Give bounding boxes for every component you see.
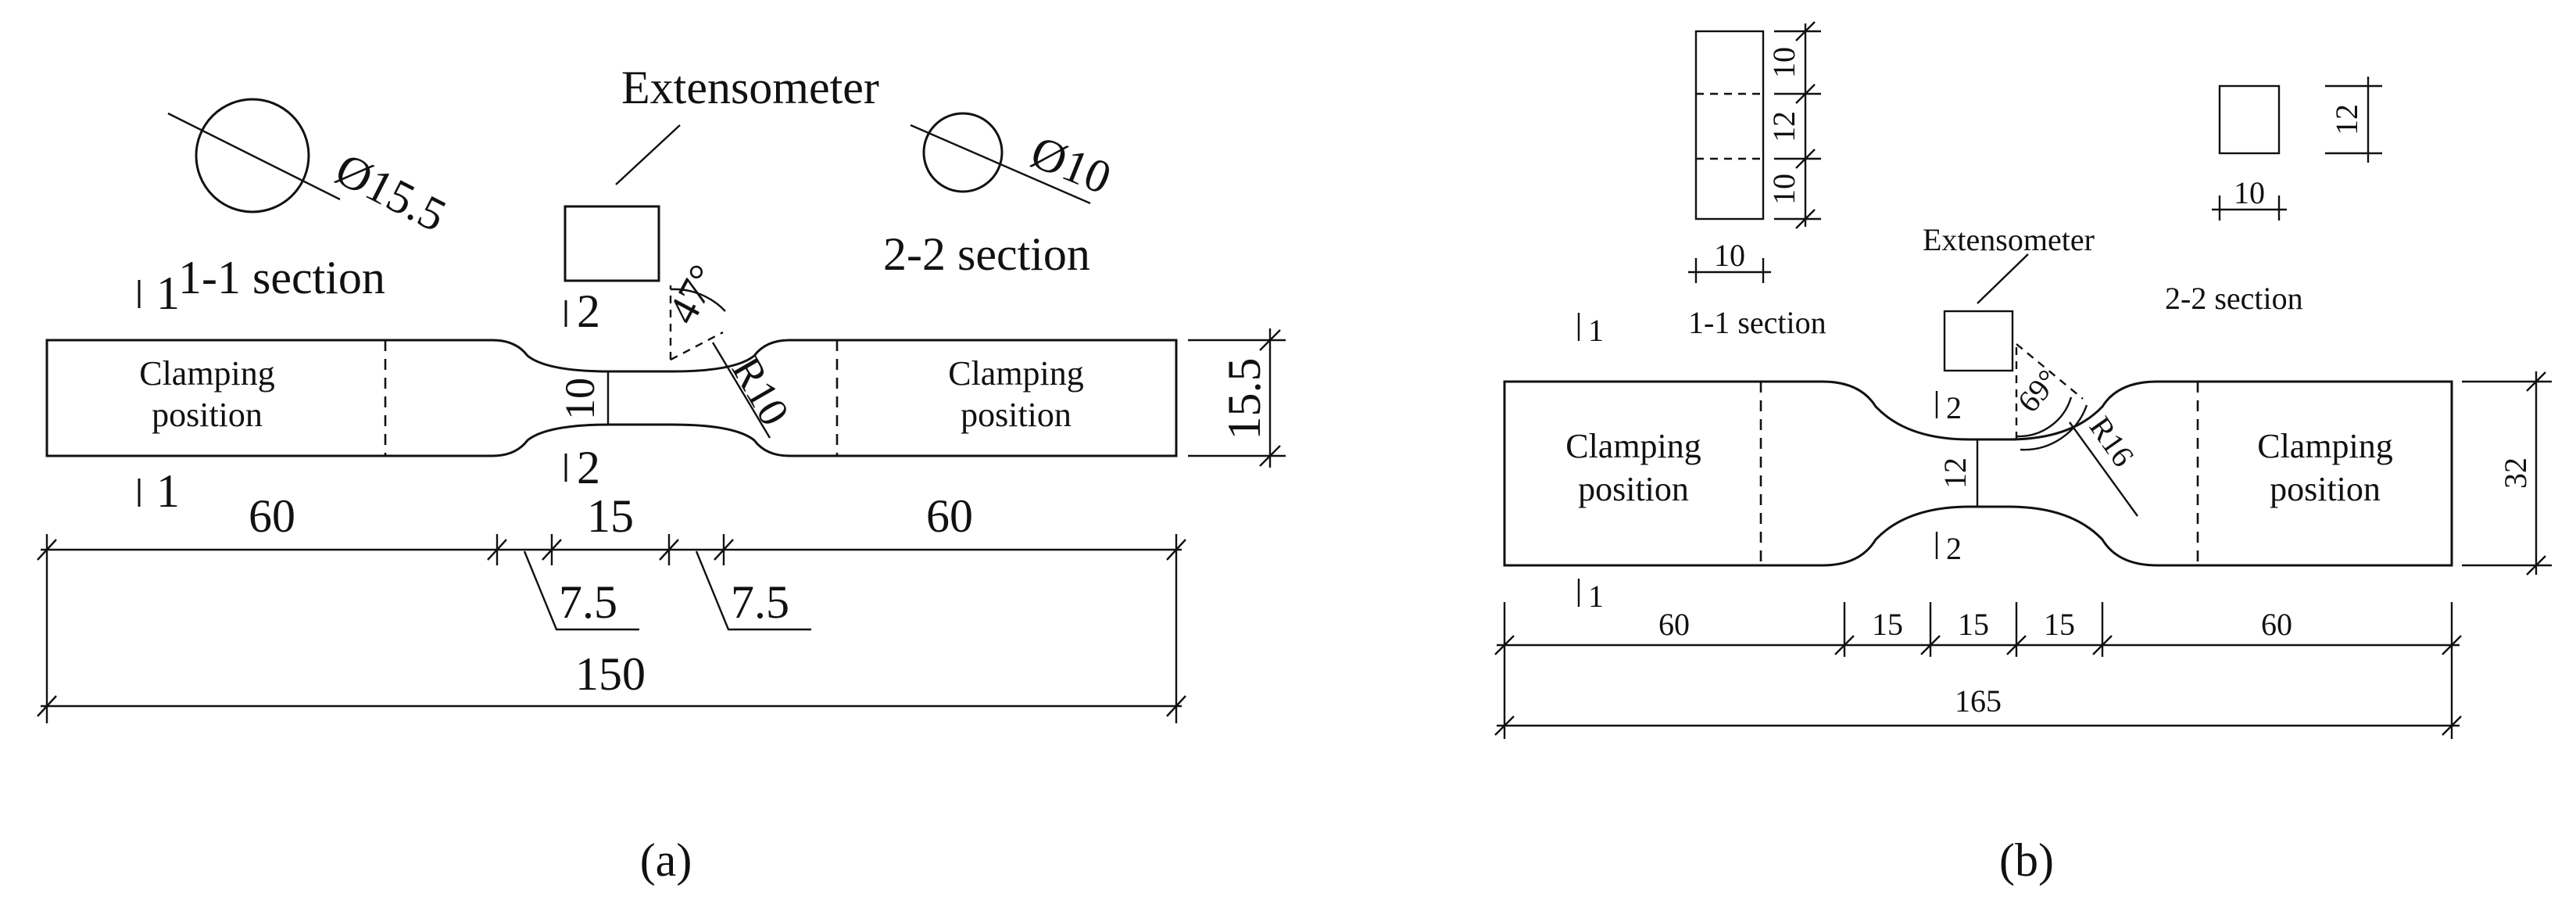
section-1-dim-ticks-b [1774, 21, 1821, 229]
caption-a: (a) [640, 834, 692, 886]
clamping-right-a-line1: Clamping [948, 354, 1084, 393]
total-tick-left-a [37, 695, 57, 717]
total-tick-right-a [1166, 695, 1186, 717]
section-1-rect-b [1694, 30, 1765, 221]
clamping-left-b-line1: Clamping [1565, 427, 1701, 465]
radius-label-b: R16 [2083, 410, 2141, 472]
section-1-label-b: 1-1 section [1688, 305, 1826, 340]
dim-ticks-a [37, 539, 1186, 561]
angle-arc2-b [2020, 404, 2088, 451]
dim-left-b: 60 [1658, 607, 1690, 642]
cut-2-bottom-label-a: 2 [577, 442, 600, 493]
dim-left-a: 60 [249, 490, 295, 542]
figure-a: Clamping position Clamping position 10 1… [37, 62, 1286, 886]
clamping-left-b-line2: position [1578, 470, 1689, 508]
transition-leader-left-a [523, 550, 639, 631]
total-dim-a: 150 [575, 648, 646, 700]
total-tick-right-b [2442, 715, 2462, 736]
clamping-right-a-line2: position [961, 396, 1072, 434]
radius-leader-a [711, 342, 771, 439]
dim-right-a: 60 [926, 490, 973, 542]
section-2-height-b: 12 [2329, 104, 2364, 135]
height-tick-bottom-a [1259, 445, 1281, 467]
height-tick-top-a [1259, 329, 1281, 351]
angle-arc-b [2016, 396, 2073, 438]
section-2-label-b: 2-2 section [2165, 281, 2303, 316]
section-2-width-b: 10 [2234, 175, 2265, 210]
angle-label-a: 47° [659, 257, 728, 332]
specimen-b-outline [1503, 380, 2453, 567]
extensometer-leader-a [615, 124, 681, 185]
dim-ticks-b [1494, 635, 2462, 655]
cut-2-bottom-label-b: 2 [1946, 531, 1962, 566]
transition-left-a: 7.5 [559, 576, 617, 628]
section-1-circle-a [195, 98, 310, 213]
cut-2-top-label-b: 2 [1946, 390, 1962, 425]
cut-1-bottom-label-b: 1 [1588, 579, 1604, 614]
gauge-dim-a: 10 [556, 378, 603, 420]
specimen-a-outline [45, 339, 1178, 457]
clamping-right-b-line2: position [2270, 470, 2381, 508]
section-1-dim-mid-b: 12 [1766, 111, 1801, 142]
height-dim-a: 15.5 [1218, 358, 1270, 440]
angle-arc-a [670, 288, 726, 312]
section-1-dim-bottom-b: 10 [1766, 174, 1801, 205]
cut-1-top-label-a: 1 [156, 267, 180, 319]
dim-middle-a: 15 [587, 490, 634, 542]
extensometer-box-b [1943, 310, 2014, 372]
gauge-dim-b: 12 [1937, 457, 1973, 489]
dim-seg1-b: 15 [1872, 607, 1903, 642]
angle-ref-line2-a [670, 331, 724, 361]
section-1-diameter-line-a [167, 112, 341, 201]
diameter-2-label-a: Ø10 [1024, 126, 1118, 204]
cut-1-top-label-b: 1 [1588, 313, 1604, 348]
radius-label-a: R10 [723, 349, 799, 433]
section-2-label-a: 2-2 section [883, 228, 1090, 280]
extensometer-leader-b [1977, 253, 2029, 304]
transition-right-a: 7.5 [731, 576, 789, 628]
section-2-circle-a [922, 112, 1004, 193]
cut-2-top-label-a: 2 [577, 285, 600, 337]
angle-label-b: 69° [2010, 363, 2065, 419]
radius-leader-b [2069, 421, 2138, 517]
clamping-right-b-line1: Clamping [2257, 427, 2393, 465]
section-2-rect-b [2218, 84, 2281, 155]
dim-seg3-b: 15 [2044, 607, 2075, 642]
extensometer-label-a: Extensometer [621, 62, 879, 113]
clamping-left-a-line2: position [152, 396, 263, 434]
dim-right-b: 60 [2261, 607, 2292, 642]
height-dim-b: 32 [2498, 457, 2533, 489]
figure-b: Clamping position Clamping position 12 1… [1494, 21, 2552, 886]
total-dim-b: 165 [1955, 683, 2002, 719]
dim-seg2-b: 15 [1958, 607, 1989, 642]
cut-1-bottom-label-a: 1 [156, 465, 180, 517]
angle-ref-line2-b [2016, 343, 2084, 400]
section-1-label-a: 1-1 section [178, 252, 385, 303]
caption-b: (b) [1999, 834, 2054, 886]
extensometer-box-a [564, 205, 660, 282]
transition-leader-right-a [695, 550, 811, 631]
diameter-1-label-a: Ø15.5 [327, 143, 454, 242]
section-1-dim-top-b: 10 [1766, 47, 1801, 78]
total-tick-left-b [1494, 715, 1515, 736]
section-2-diameter-line-a [910, 124, 1091, 205]
clamping-left-a-line1: Clamping [139, 354, 275, 393]
height-tick-top-b [2526, 371, 2546, 392]
extensometer-label-b: Extensometer [1923, 222, 2095, 257]
section-1-width-b: 10 [1714, 238, 1745, 273]
height-tick-bottom-b [2526, 555, 2546, 576]
